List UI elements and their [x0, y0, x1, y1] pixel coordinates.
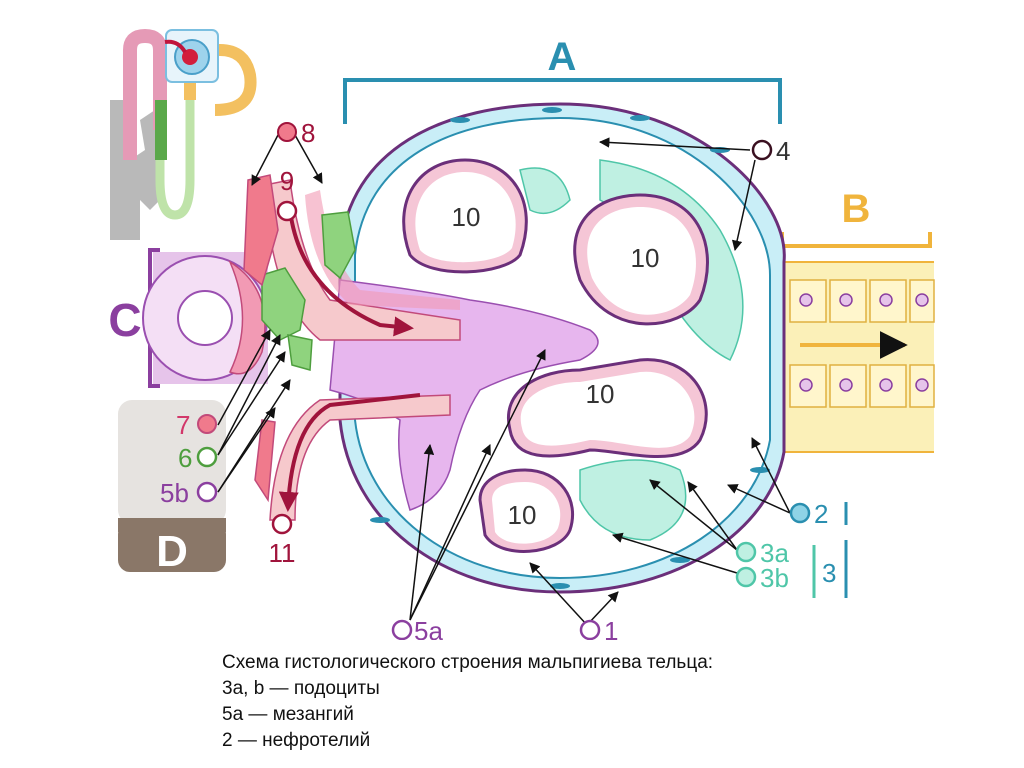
marker-1-text: 1: [604, 616, 618, 640]
figure-caption: Схема гистологического строения мальпиги…: [222, 650, 922, 754]
marker-6-text: 6: [178, 443, 192, 473]
nephron-thumbnail-icon: [110, 28, 257, 240]
caption-title: Схема гистологического строения мальпиги…: [222, 652, 714, 673]
marker-5a: 5a: [391, 616, 443, 640]
region-d-label: D: [156, 527, 188, 576]
marker-2-text: 2: [814, 499, 828, 529]
leader-lines: [217, 134, 791, 626]
malpighian-corpuscle-diagram: D C B A: [108, 28, 935, 640]
arterioles: [243, 174, 461, 521]
capillary-loops: 10 10 10 10: [402, 158, 709, 553]
marker-11-text: 11: [269, 538, 296, 568]
marker-3-group: 3a 3b 3: [735, 538, 848, 598]
marker-2: 2: [789, 499, 848, 529]
capillary-label-top-right: 10: [631, 243, 660, 273]
marker-4: 4: [751, 136, 790, 166]
region-c-group: C: [108, 248, 268, 388]
capillary-label-bottom: 10: [508, 500, 537, 530]
marker-3-text: 3: [822, 558, 836, 588]
region-a-group: A: [343, 35, 782, 124]
marker-3b-text: 3b: [760, 563, 789, 593]
region-a-label: A: [548, 35, 577, 79]
marker-8: 8: [277, 118, 315, 148]
proximal-tubule: B: [780, 187, 935, 453]
caption-mesangium: 5a — мезангий: [222, 704, 354, 725]
marker-4-text: 4: [776, 136, 790, 166]
marker-5b: 5b: [160, 478, 218, 508]
caption-nephrothelium: 2 — нефротелий: [222, 730, 371, 751]
marker-7-text: 7: [176, 410, 190, 440]
capillary-label-top-left: 10: [452, 202, 481, 232]
caption-podocytes: 3a, b — подоциты: [222, 678, 380, 699]
region-c-label: C: [108, 294, 141, 346]
marker-9: 9: [276, 166, 298, 222]
region-b-label: B: [842, 187, 871, 231]
marker-9-text: 9: [280, 166, 294, 196]
marker-6: 6: [178, 443, 218, 473]
marker-5a-text: 5a: [414, 616, 443, 640]
marker-11: 11: [269, 513, 296, 568]
marker-7: 7: [176, 410, 217, 440]
marker-5b-text: 5b: [160, 478, 189, 508]
capillary-label-middle: 10: [586, 379, 615, 409]
marker-8-text: 8: [301, 118, 315, 148]
marker-1: 1: [579, 616, 618, 640]
marker-3a-text: 3a: [760, 538, 789, 568]
